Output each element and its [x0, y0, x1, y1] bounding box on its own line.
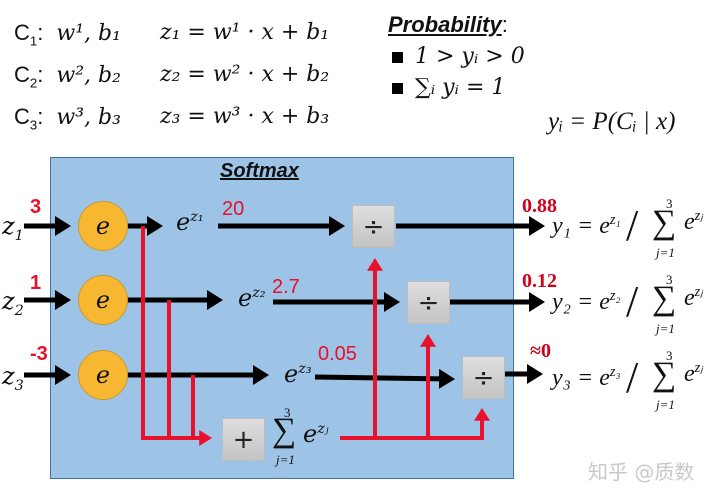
softmax-title: Softmax: [220, 160, 299, 182]
input-z2-value: 1: [30, 272, 42, 294]
divide-node-3: ÷: [462, 356, 505, 399]
bullet-square-icon: [392, 82, 403, 94]
watermark: 知乎 @质数: [588, 460, 695, 484]
class-def-3: C3: w³, b₃: [14, 104, 121, 133]
exp-value-3: 0.05: [318, 343, 357, 365]
output-formula-2: y₂ = ez₂: [552, 288, 621, 315]
exp-node-3: e: [78, 350, 128, 400]
class-def-1: C1: w¹, b₁: [14, 20, 121, 49]
divide-node-2: ÷: [407, 281, 450, 324]
input-z3-value: -3: [30, 343, 48, 365]
class-def-2: C2: w², b₂: [14, 62, 121, 91]
output-value-2: 0.12: [522, 270, 557, 292]
fraction-slash-icon: /: [626, 353, 639, 402]
equation-2: z₂ = w² · x + b₂: [160, 62, 330, 87]
fraction-slash-icon: /: [626, 277, 639, 326]
exp-value-1: 20: [222, 198, 245, 220]
sum-node: +: [222, 418, 265, 461]
exp-output-3: ez₃: [284, 360, 312, 388]
exp-node-1: e: [78, 201, 128, 251]
exp-output-1: ez₁: [176, 208, 204, 236]
probability-title: Probability:: [388, 12, 508, 37]
input-z1-value: 3: [30, 196, 42, 218]
output-formula-1: y₁ = ez₁: [552, 212, 621, 239]
output-value-3: ≈0: [530, 340, 551, 362]
input-z1: z1: [2, 212, 24, 244]
fraction-slash-icon: /: [626, 201, 639, 250]
equation-3: z₃ = w³ · x + b₃: [160, 104, 330, 129]
probability-bullet-2: ∑ᵢ yᵢ = 1: [392, 75, 505, 100]
probability-bullet-1: 1 > yᵢ > 0: [392, 44, 525, 69]
exp-output-2: ez₂: [238, 284, 266, 312]
exp-node-2: e: [78, 275, 128, 325]
input-z3: z3: [2, 362, 24, 394]
bullet-square-icon: [392, 51, 403, 63]
input-z2: z2: [2, 287, 24, 319]
equation-1: z₁ = w¹ · x + b₁: [160, 20, 330, 45]
output-value-1: 0.88: [522, 195, 557, 217]
output-formula-3: y₃ = ez₃: [552, 364, 621, 391]
exp-value-2: 2.7: [272, 276, 300, 298]
divide-node-1: ÷: [352, 205, 395, 248]
conditional-probability: yᵢ = P(Cᵢ | x): [548, 108, 676, 135]
